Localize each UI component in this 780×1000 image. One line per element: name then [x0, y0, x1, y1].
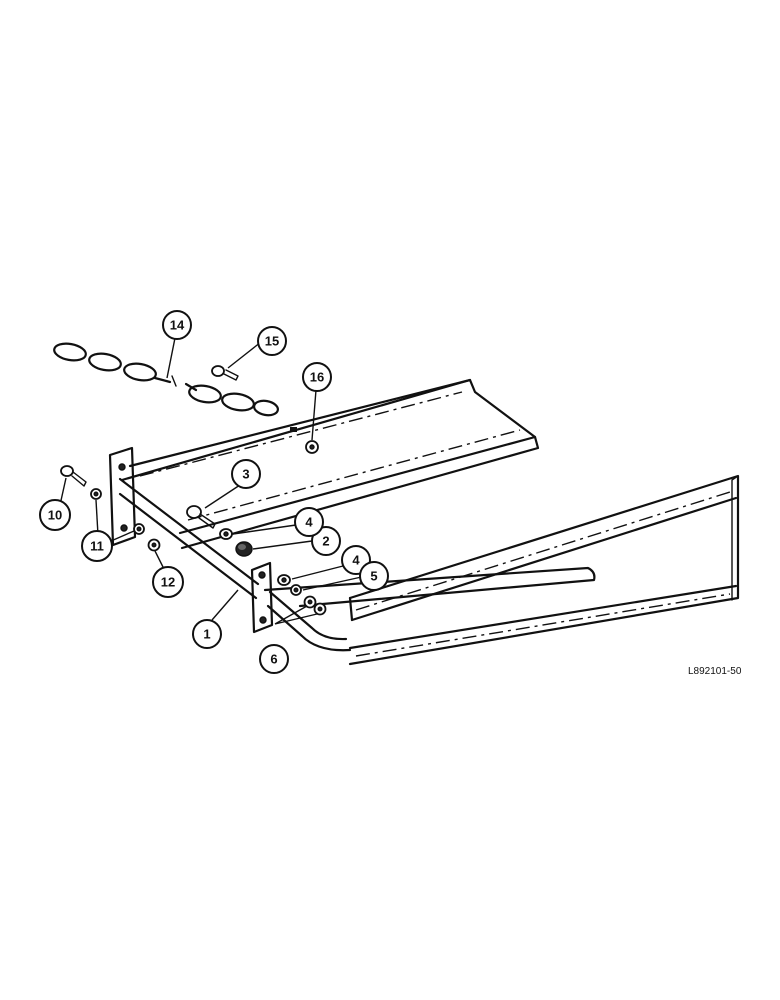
washer-11-lower	[133, 523, 145, 535]
callout-2-label: 2	[322, 534, 329, 549]
upper-tray	[120, 378, 540, 550]
nut-6-upper	[303, 595, 317, 609]
callout-6: 6	[259, 644, 289, 674]
callout-3: 3	[231, 459, 261, 489]
support-rod	[118, 477, 352, 652]
callout-10: 10	[39, 499, 71, 531]
figure-reference: L892101-50	[688, 666, 742, 677]
callout-14-label: 14	[170, 318, 185, 333]
callout-1: 1	[192, 619, 222, 649]
lower-channel	[263, 474, 740, 666]
spacer-2	[235, 541, 253, 557]
callout-11-label: 11	[90, 539, 104, 554]
callout-12: 12	[152, 566, 184, 598]
lockwasher-5	[290, 584, 302, 596]
callout-14: 14	[162, 310, 192, 340]
bolt-3	[186, 505, 216, 529]
callout-12-label: 12	[161, 575, 175, 590]
callout-2: 2	[311, 526, 341, 556]
callout-6-label: 6	[270, 652, 277, 667]
callout-1-label: 1	[203, 627, 210, 642]
callout-16-label: 16	[310, 370, 324, 385]
callout-4-upper-label: 4	[305, 515, 313, 530]
callout-15-label: 15	[265, 334, 279, 349]
callout-5-label: 5	[370, 569, 377, 584]
leader-lines	[59, 337, 367, 625]
washer-11-upper	[90, 488, 102, 500]
right-mounting-bracket	[250, 561, 274, 634]
left-mounting-bracket	[108, 446, 137, 547]
washer-4-lower	[277, 574, 291, 586]
callout-10-label: 10	[48, 508, 62, 523]
nut-16	[305, 440, 319, 454]
callout-4-lower-label: 4	[352, 553, 360, 568]
bolt-10	[60, 465, 87, 487]
callout-11: 11	[81, 530, 113, 562]
nut-6-lower	[313, 602, 327, 616]
callout-16: 16	[302, 362, 332, 392]
bolt-15	[211, 365, 239, 381]
callout-5: 5	[359, 561, 389, 591]
callout-4-upper: 4	[294, 507, 324, 537]
callout-15: 15	[257, 326, 287, 356]
callout-3-label: 3	[242, 467, 249, 482]
washer-4-upper	[219, 528, 233, 540]
chain	[53, 342, 279, 417]
nut-12	[147, 538, 161, 552]
